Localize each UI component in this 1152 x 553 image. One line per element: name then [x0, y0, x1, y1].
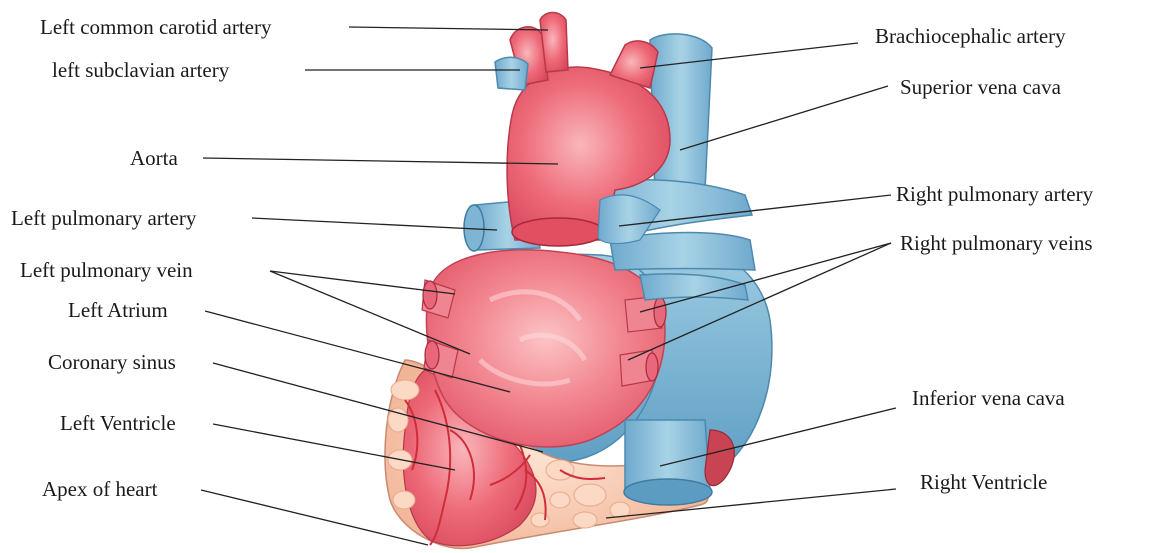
inferior-vena-cava	[624, 420, 712, 505]
label-brachiocephalic-artery: Brachiocephalic artery	[875, 24, 1066, 48]
label-left-pulmonary-vein: Left pulmonary vein	[20, 258, 193, 282]
label-left-ventricle: Left Ventricle	[60, 411, 176, 435]
label-coronary-sinus: Coronary sinus	[48, 350, 176, 374]
label-right-ventricle: Right Ventricle	[920, 470, 1047, 494]
label-inferior-vena-cava: Inferior vena cava	[912, 386, 1065, 410]
label-left-subclavian-artery: left subclavian artery	[52, 58, 230, 82]
label-left-common-carotid-artery: Left common carotid artery	[40, 15, 272, 39]
label-right-pulmonary-veins: Right pulmonary veins	[900, 231, 1093, 255]
label-apex-of-heart: Apex of heart	[42, 477, 158, 501]
label-superior-vena-cava: Superior vena cava	[900, 75, 1062, 99]
label-aorta: Aorta	[130, 146, 178, 170]
left-subclavian-branch	[495, 57, 528, 90]
label-right-pulmonary-artery: Right pulmonary artery	[896, 182, 1094, 206]
label-left-pulmonary-artery: Left pulmonary artery	[11, 206, 197, 230]
aorta-root	[512, 218, 604, 246]
label-left-atrium: Left Atrium	[68, 298, 168, 322]
right-ventricle	[705, 430, 734, 486]
